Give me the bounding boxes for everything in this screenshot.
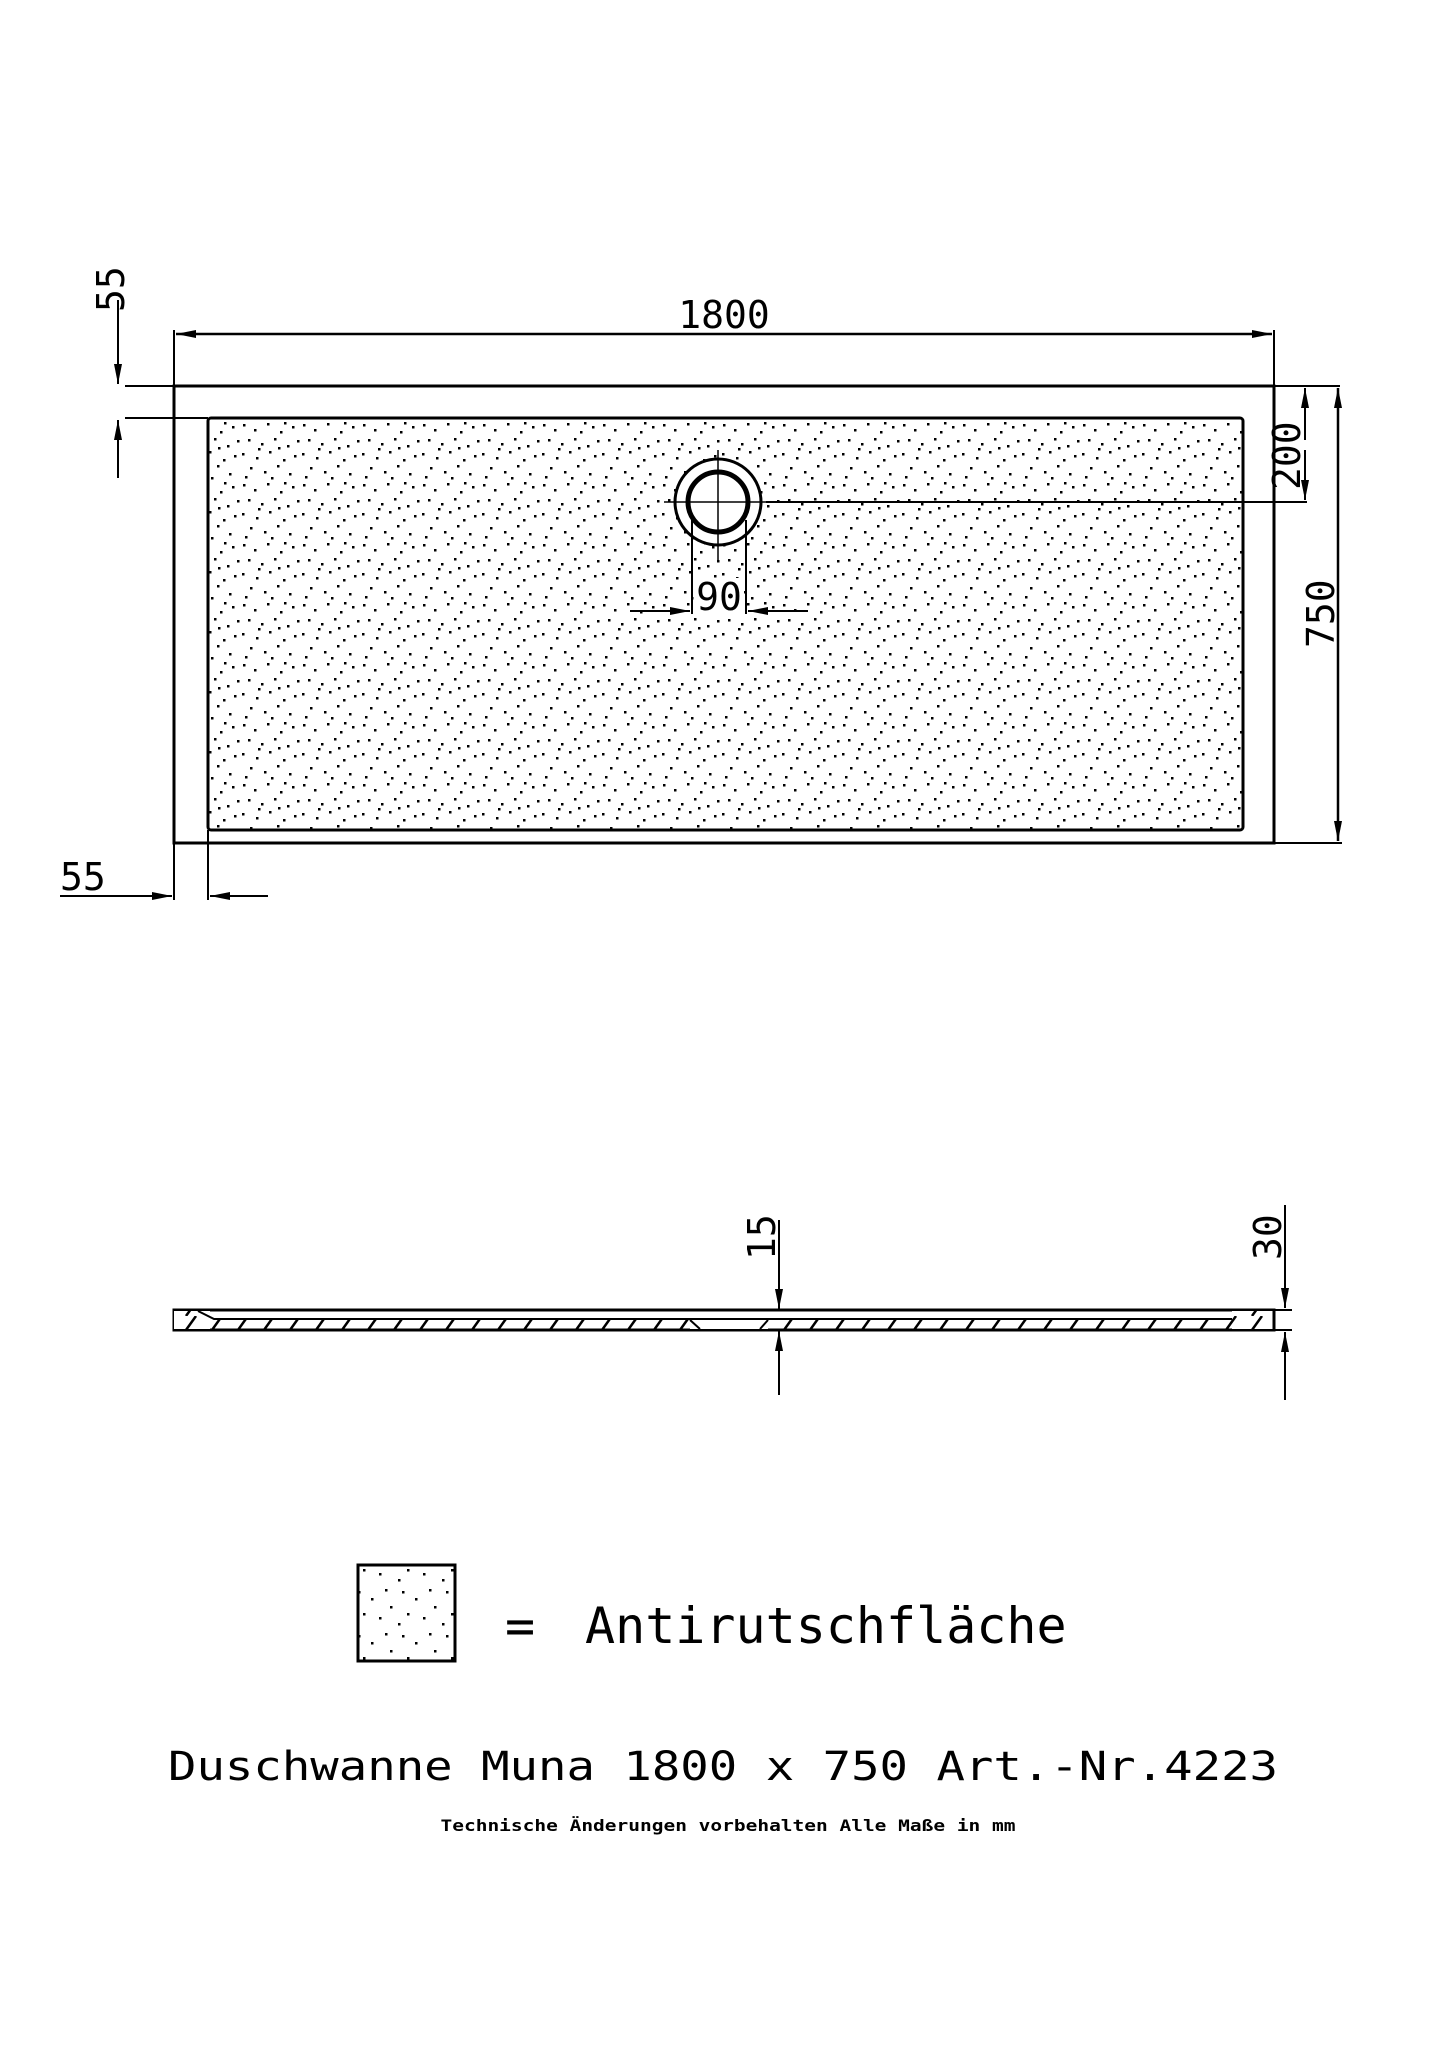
legend-label: Antirutschfläche [585, 1597, 1067, 1655]
legend: = Antirutschfläche [356, 1563, 1067, 1663]
drawing-title: Duschwanne Muna 1800 x 750 Art.-Nr.4223 [168, 1744, 1278, 1790]
dimension-drain-diameter: 90 [630, 520, 808, 619]
dimension-floor-thickness: 15 [740, 1214, 784, 1395]
dim-label-floor-thickness: 15 [740, 1214, 784, 1260]
dimension-rim-left: 55 [60, 830, 268, 900]
dim-label-rim-top: 55 [89, 266, 133, 312]
dim-label-length: 1800 [678, 293, 770, 337]
dimension-750: 750 [1274, 388, 1343, 844]
dim-label-drain-diameter: 90 [696, 575, 742, 619]
drain-icon [664, 450, 766, 560]
dimension-1800: 1800 [173, 293, 1275, 386]
anti-slip-swatch [356, 1563, 457, 1663]
legend-symbol: = [505, 1597, 535, 1655]
dimension-drain-offset: 200 [766, 385, 1340, 503]
top-view: 1800 55 55 200 [60, 266, 1343, 900]
section-view: 15 30 [172, 1205, 1292, 1400]
dimension-rim-top: 55 [89, 266, 1274, 478]
dimension-rim-height: 30 [1246, 1205, 1292, 1400]
dim-label-rim-left: 55 [60, 855, 106, 899]
dim-label-rim-height: 30 [1246, 1214, 1290, 1260]
drawing-note: Technische Änderungen vorbehalten Alle M… [441, 1816, 1016, 1835]
dim-label-drain-offset: 200 [1265, 421, 1309, 490]
dim-label-width: 750 [1299, 579, 1343, 648]
anti-slip-area [206, 416, 1245, 832]
